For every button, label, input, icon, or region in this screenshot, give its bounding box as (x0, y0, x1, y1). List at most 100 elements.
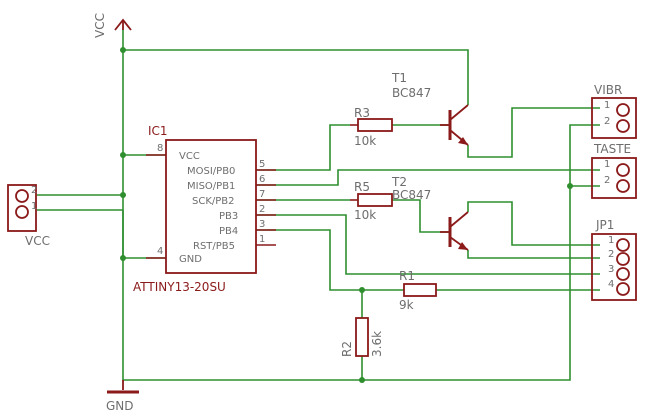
t2-emitter-arrow (458, 242, 468, 250)
gnd-symbol: GND (106, 380, 139, 413)
jp1-connector-pin4-num: 4 (608, 279, 614, 290)
jp1-connector-pin1 (616, 238, 630, 252)
r5-ref: R5 (354, 180, 370, 194)
wire-t1-vibr (467, 107, 600, 158)
taste-connector-pin1 (616, 163, 630, 177)
vcc-symbol: VCC (93, 13, 132, 38)
wire-gnd-rail (122, 124, 600, 381)
wire-pb4 (256, 229, 404, 291)
junction-dot (120, 192, 126, 198)
ic1-pin4-num: 4 (157, 246, 163, 257)
jp1-connector-pin3-num: 3 (608, 264, 614, 275)
vibr-connector: 1 2 VIBR (591, 83, 637, 139)
r2: R2 3.6k (340, 317, 384, 357)
vibr-connector-pin2 (616, 119, 630, 133)
ic1-pin5-num: 5 (259, 159, 265, 170)
t2-part: BC847 (392, 188, 431, 202)
r2-value: 3.6k (370, 331, 384, 357)
vcc-connector-pin2-num: 2 (31, 185, 37, 196)
junction-dot (567, 183, 573, 189)
ic1: IC1 ATTINY13-20SU 8 4 VCC GND 5 6 7 2 3 … (133, 124, 276, 294)
r1-ref: R1 (399, 269, 415, 283)
ic1-part: ATTINY13-20SU (133, 280, 226, 294)
t2: T2 BC847 (391, 175, 469, 251)
junction-dot (120, 47, 126, 53)
wires (37, 30, 600, 381)
ic1-pin2-num: 2 (259, 204, 265, 215)
junction-dot (359, 377, 365, 383)
vcc-connector: 2 1 VCC (7, 184, 50, 248)
junctions (120, 47, 573, 383)
ic1-pin-pb2: SCK/PB2 (192, 196, 235, 207)
ic1-body (165, 139, 257, 274)
jp1-connector-pin4 (616, 282, 630, 296)
r1-value: 9k (399, 298, 414, 312)
vibr-connector-ref: VIBR (594, 83, 622, 97)
r2-ref: R2 (340, 341, 354, 357)
r1: R1 9k (399, 269, 437, 312)
taste-connector-pin2 (616, 179, 630, 193)
r3-value: 10k (354, 134, 376, 148)
vibr-connector-body (591, 97, 637, 139)
t1-collector (449, 104, 469, 121)
r1-body (403, 283, 437, 297)
wire-t2-jp1-1 (467, 201, 600, 246)
ic1-pin-vcc: VCC (179, 151, 200, 162)
wire-r5-t2 (392, 199, 448, 233)
jp1-connector-pin2-num: 2 (608, 249, 614, 260)
vcc-connector-pin2 (15, 189, 29, 203)
taste-connector-pin1-num: 1 (604, 159, 610, 170)
wire-t2-jp1-2 (467, 250, 600, 259)
ic1-ref: IC1 (148, 124, 168, 138)
jp1-connector-pin3 (616, 267, 630, 281)
ic1-pin-pb3: PB3 (219, 211, 238, 222)
r3: R3 10k (350, 106, 393, 148)
jp1-connector-pin1-num: 1 (608, 235, 614, 246)
vcc-connector-pin1-num: 1 (31, 201, 37, 212)
taste-connector: 1 2 TASTE (591, 142, 637, 199)
t1: T1 BC847 (391, 71, 469, 146)
taste-connector-body (591, 157, 637, 199)
ic1-pin-pb5: RST/PB5 (193, 241, 235, 252)
vibr-connector-pin1-num: 1 (604, 100, 610, 111)
r5: R5 10k (350, 180, 393, 222)
jp1-connector-ref: JP1 (595, 218, 614, 232)
t2-ref: T2 (391, 175, 407, 189)
vibr-connector-pin2-num: 2 (604, 116, 610, 127)
vcc-connector-body (7, 184, 37, 232)
jp1-connector-pin2 (616, 252, 630, 266)
wire-vcc-top (123, 49, 469, 105)
ic1-pin8-num: 8 (157, 143, 163, 154)
taste-connector-ref: TASTE (593, 142, 631, 156)
r5-body (357, 193, 393, 207)
t1-ref: T1 (391, 71, 407, 85)
ic1-pin7-num: 7 (259, 189, 265, 200)
t1-emitter-arrow (458, 137, 468, 145)
junction-dot (120, 255, 126, 261)
ic1-pin6-num: 6 (259, 174, 265, 185)
ic1-pin-pb4: PB4 (219, 226, 238, 237)
wire-pb3-jp1-3 (256, 214, 600, 275)
r2-body (355, 317, 369, 357)
t2-collector (449, 211, 469, 228)
vcc-connector-ref: VCC (25, 234, 50, 248)
jp1-connector: 1 2 3 4 JP1 (591, 218, 637, 301)
r5-value: 10k (354, 208, 376, 222)
gnd-label: GND (106, 399, 134, 413)
jp1-connector-body (591, 233, 637, 301)
r3-ref: R3 (354, 106, 370, 120)
wire-pb0 (256, 124, 350, 171)
vibr-connector-pin1 (616, 103, 630, 117)
vcc-connector-pin1 (15, 205, 29, 219)
junction-dot (359, 287, 365, 293)
vcc-label: VCC (93, 13, 107, 38)
ic1-pin-pb0: MOSI/PB0 (187, 166, 235, 177)
junction-dot (120, 152, 126, 158)
ic1-pin-pb1: MISO/PB1 (187, 181, 235, 192)
wire-pb1-taste (256, 169, 600, 186)
ic1-pin1-num: 1 (259, 234, 265, 245)
t1-part: BC847 (392, 86, 431, 100)
taste-connector-pin2-num: 2 (604, 175, 610, 186)
ic1-pin3-num: 3 (259, 219, 265, 230)
